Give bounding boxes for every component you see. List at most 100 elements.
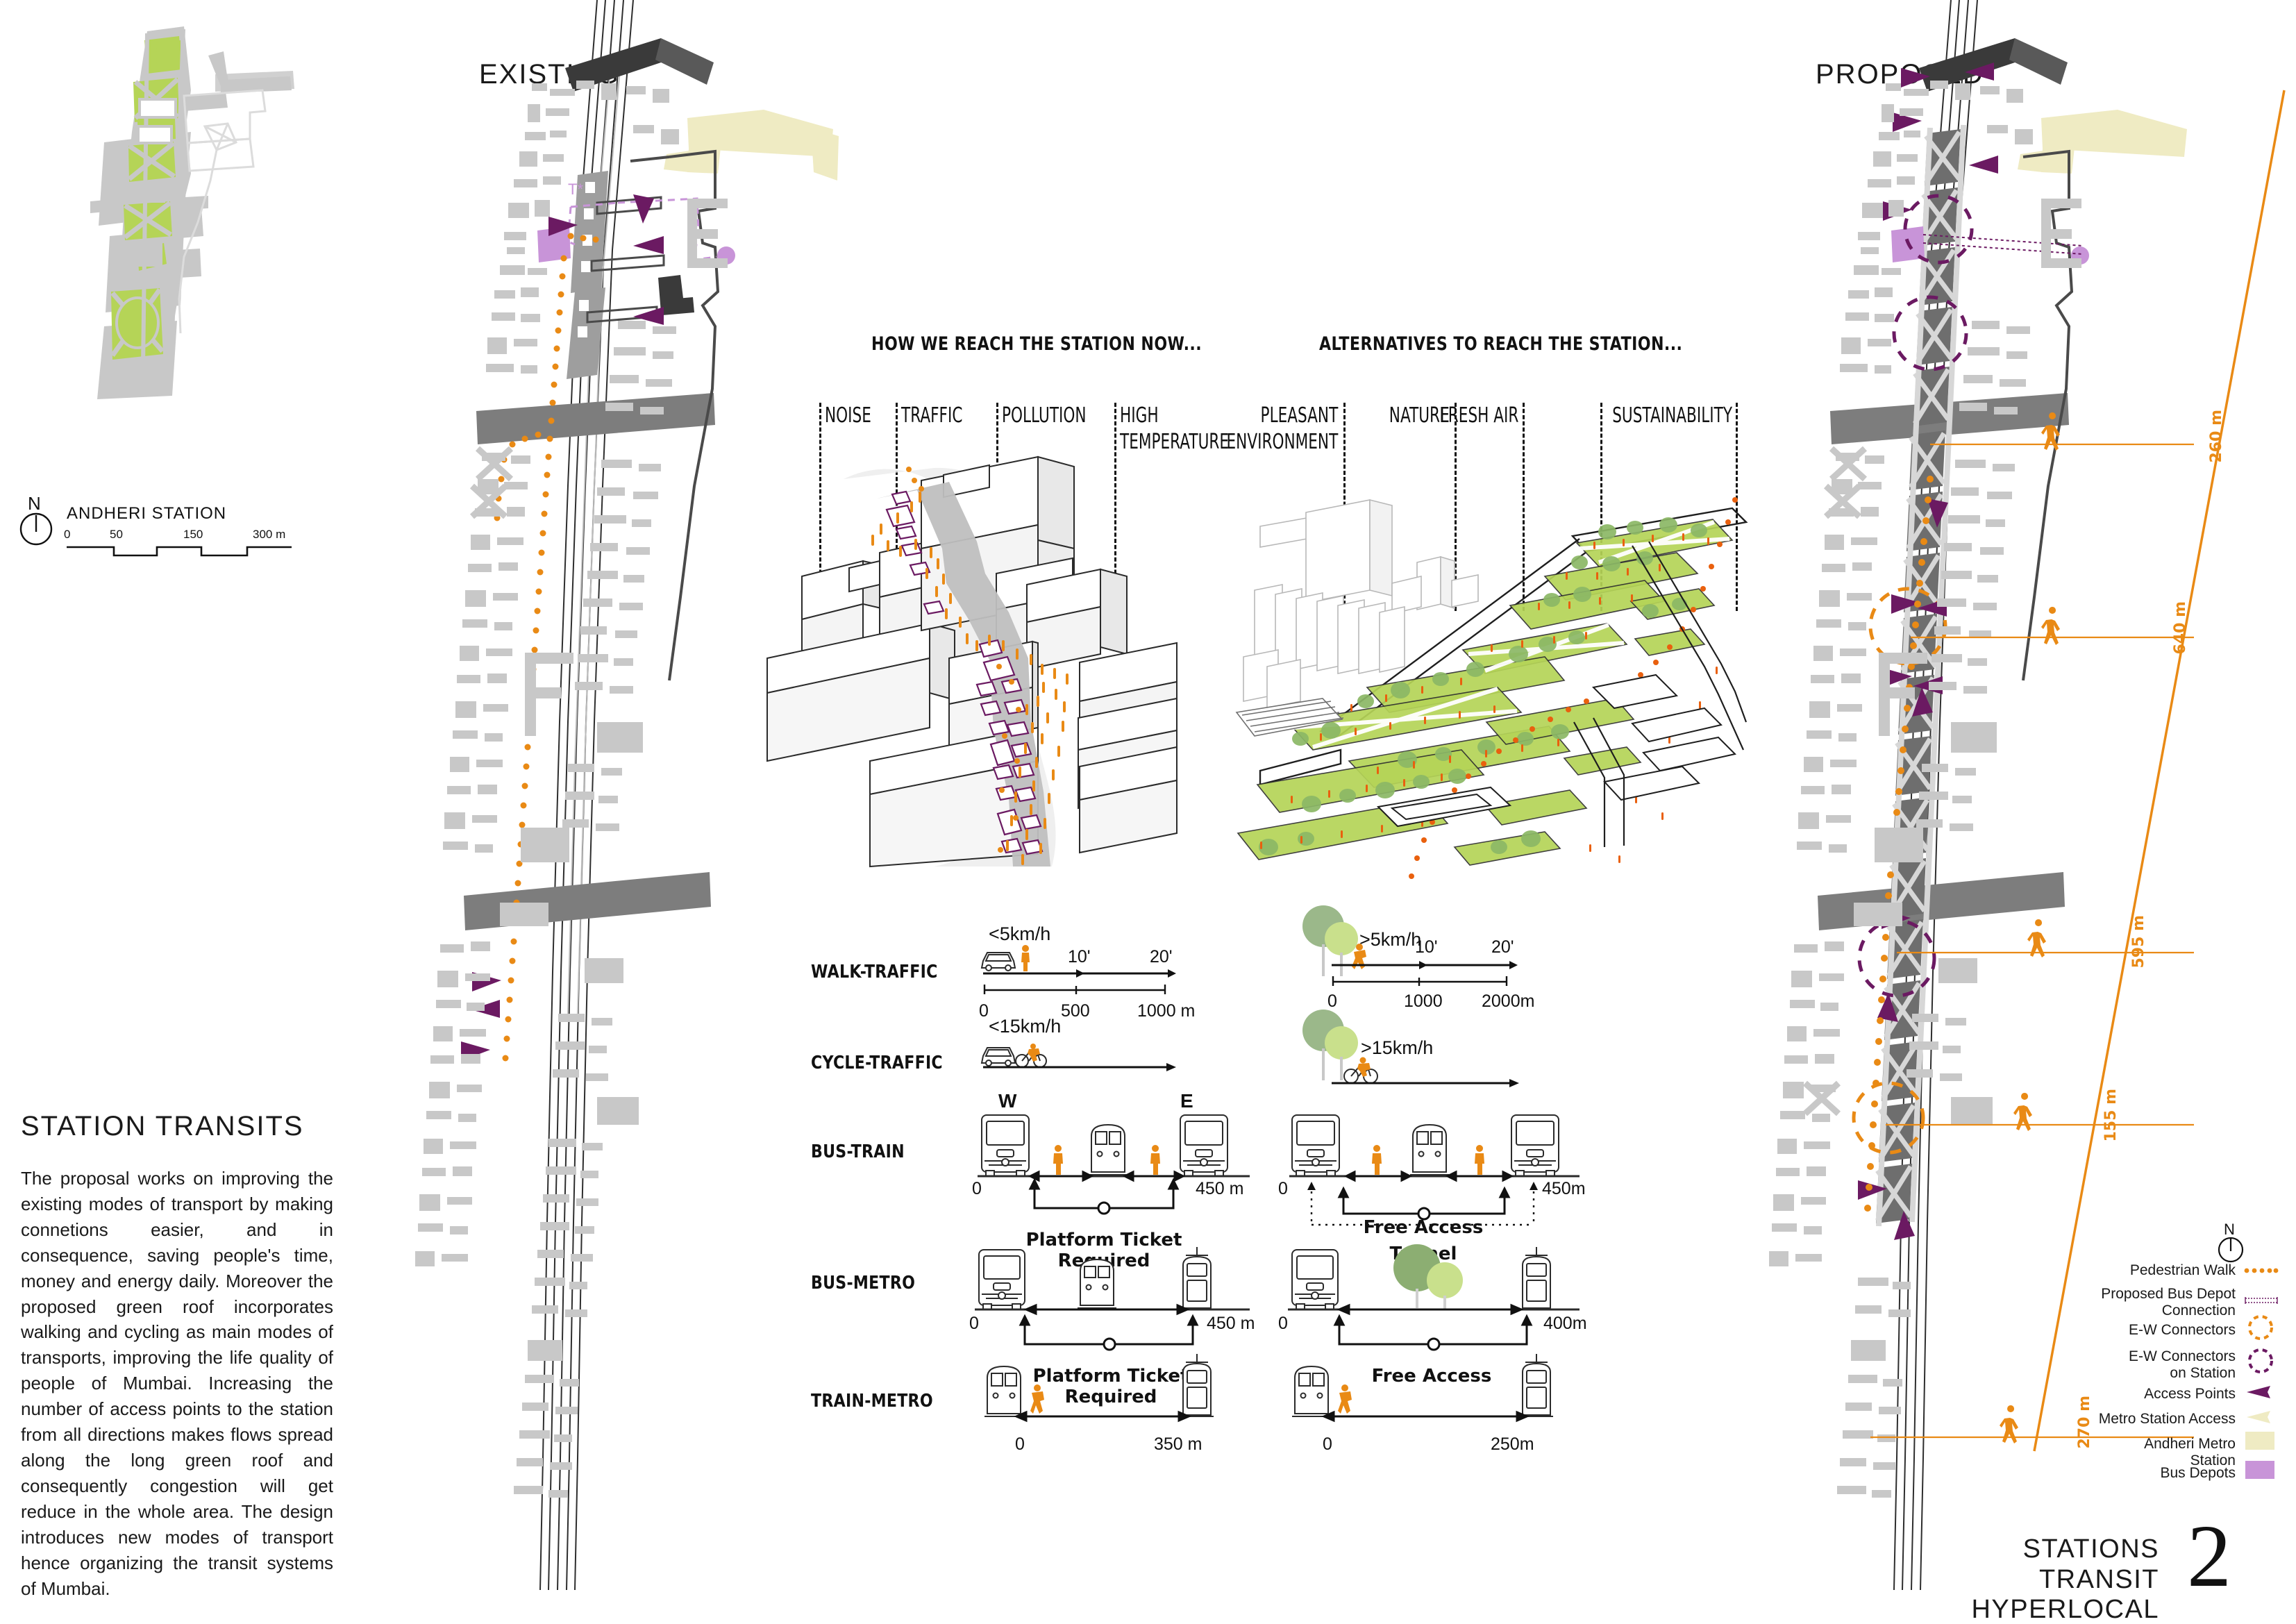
walk-now-dist-500: 500	[1061, 1001, 1090, 1021]
callout-line-freshair	[1523, 403, 1525, 611]
callout-high-temperature: HIGH TEMPERATURE	[1120, 403, 1230, 455]
train-metro-alt-diagram: 0 250m	[1288, 1354, 1593, 1465]
plate-title: STATIONS TRANSIT HYPERLOCAL	[1937, 1534, 2159, 1624]
callout-fresh-air: FRESH AIR	[1439, 403, 1518, 428]
legend-label-bus-depots: Bus Depots	[2160, 1465, 2236, 1481]
purple-arrow-icon	[2247, 1386, 2270, 1398]
callout-traffic: TRAFFIC	[901, 403, 963, 428]
train-metro-alt-graphic	[1292, 1354, 1553, 1423]
key-map-title: ANDHERI STATION	[67, 504, 227, 523]
article-paragraph: The proposal works on improving the exis…	[21, 1168, 333, 1599]
walk-alt-dist-2000: 2000m	[1482, 991, 1535, 1011]
legend-label-ew-connectors: E-W Connectors	[2128, 1322, 2236, 1338]
callout-line-noise	[819, 403, 821, 611]
walk-alt-time-20: 20'	[1491, 937, 1514, 957]
plate-title-line1: STATIONS TRANSIT	[2022, 1534, 2159, 1594]
legend-label-ew-connectors-station: E-W Connectors on Station	[2128, 1348, 2236, 1382]
walk-now-speed: <5km/h	[989, 923, 1051, 944]
bus-metro-now-dist-450: 450 m	[1207, 1314, 1255, 1333]
train-metro-now-dist-0: 0	[1015, 1434, 1025, 1454]
cycle-now-axis	[980, 1044, 1176, 1071]
key-map	[42, 7, 354, 479]
existing-map: T*	[389, 0, 847, 1591]
compass-e: E	[1180, 1090, 1193, 1112]
train-metro-now-diagram: 0 350 m	[972, 1354, 1264, 1465]
scale-tick-0: 0	[64, 528, 71, 541]
walk-now-axis	[983, 969, 1176, 994]
car-icon	[980, 952, 1016, 971]
pedestrian-icon	[2013, 1093, 2032, 1131]
axon-alt-title: ALTERNATIVES TO REACH THE STATION...	[1319, 333, 1683, 355]
plate-title-line2: HYPERLOCAL	[1971, 1595, 2159, 1624]
north-letter: N	[28, 493, 41, 514]
bus-metro-alt-annotation: Free Access	[1371, 1366, 1492, 1387]
walk-traffic-now-diagram: <5km/h 10' 20' 0 500 1000 m	[979, 923, 1257, 1021]
callout-line-end	[1736, 403, 1738, 611]
callout-pollution: POLLUTION	[1002, 403, 1087, 428]
walk-now-time-20: 20'	[1150, 947, 1173, 966]
scale-tick-50: 50	[110, 528, 123, 541]
bus-train-now-diagram: W E	[972, 1090, 1264, 1271]
dashed-orange-circle-icon	[2248, 1315, 2273, 1340]
compass-w: W	[998, 1090, 1017, 1112]
article: STATION TRANSITS The proposal works on i…	[21, 1111, 333, 1601]
mode-label-train-metro: TRAIN-METRO	[811, 1391, 933, 1412]
scale-tick-150: 150	[183, 528, 203, 541]
bus-metro-alt-dist-0: 0	[1278, 1314, 1288, 1333]
mode-label-cycle-traffic: CYCLE-TRAFFIC	[811, 1053, 943, 1073]
legend-label-andheri-metro-station: Andheri Metro Station	[2144, 1436, 2236, 1469]
bus-train-now-annotation: Platform Ticket Required	[1025, 1230, 1182, 1271]
bus-metro-alt-diagram: 0 400m Free Access	[1278, 1236, 1593, 1389]
pale-yellow-swatch-icon	[2245, 1432, 2274, 1450]
callout-line-sustainability	[1600, 403, 1602, 611]
pedestrian-icon	[1021, 945, 1030, 971]
bus-metro-now-graphic	[975, 1247, 1250, 1351]
legend-label-pedestrian-walk: Pedestrian Walk	[2129, 1262, 2236, 1278]
existing-map-drawing: T*	[415, 0, 839, 1591]
bus-train-alt-diagram: 0 450m Free Access Tunnel	[1278, 1090, 1593, 1264]
pedestrian-icon	[2000, 1405, 2018, 1443]
dimension-diagonal-line	[2033, 90, 2286, 1452]
bus-metro-alt-dist-400: 400m	[1543, 1314, 1587, 1333]
plate-number: 2	[2187, 1507, 2231, 1605]
legend-label-metro-station-access: Metro Station Access	[2098, 1411, 2236, 1427]
legend-label-access-points: Access Points	[2144, 1386, 2236, 1402]
bus-train-now-dist-450: 450 m	[1196, 1179, 1244, 1198]
bus-metro-now-annotation: Platform Ticket Required	[1032, 1366, 1189, 1407]
axon-now-illustration	[760, 437, 1205, 868]
callout-line-nature	[1455, 403, 1457, 611]
bus-train-alt-dist-450: 450m	[1542, 1179, 1586, 1198]
train-metro-alt-dist-0: 0	[1323, 1434, 1332, 1454]
axon-now-title: HOW WE REACH THE STATION NOW...	[871, 333, 1203, 355]
dimension-155m: 155 m	[2102, 1089, 2120, 1142]
walk-alt-dist-0: 0	[1327, 991, 1337, 1011]
tree-icon	[1302, 1010, 1358, 1080]
walk-traffic-alt-diagram: >5km/h 10' 20' 0 1000 2000m	[1298, 903, 1597, 1014]
legend-label-bus-depot-connection: Proposed Bus Depot Connection	[2101, 1286, 2236, 1319]
bus-train-now-graphic	[978, 1114, 1250, 1215]
scale-bar-graphic	[67, 546, 292, 557]
cycle-alt-speed: >15km/h	[1361, 1037, 1434, 1058]
pedestrian-icon	[2041, 412, 2060, 451]
north-letter: N	[2224, 1221, 2235, 1238]
bus-metro-now-dist-0: 0	[969, 1314, 979, 1333]
dimension-595m: 595 m	[2130, 915, 2147, 969]
svg-text:T*: T*	[568, 181, 583, 198]
pedestrian-icon	[2027, 919, 2046, 957]
walk-alt-time-10: 10'	[1415, 937, 1438, 957]
train-metro-alt-dist-250: 250m	[1491, 1434, 1534, 1454]
cycle-alt-axis	[1332, 1057, 1519, 1087]
proposed-map-drawing	[1769, 0, 2194, 1591]
mode-label-walk-traffic: WALK-TRAFFIC	[811, 962, 938, 982]
dashed-purple-circle-icon	[2248, 1348, 2273, 1373]
callout-line-hightemp	[1114, 403, 1116, 611]
dotted-purple-band-icon	[2245, 1297, 2278, 1304]
train-metro-now-dist-350: 350 m	[1154, 1434, 1203, 1454]
walk-now-dist-0: 0	[979, 1001, 989, 1021]
mode-label-bus-train: BUS-TRAIN	[811, 1141, 905, 1162]
walk-now-dist-1000: 1000 m	[1137, 1001, 1196, 1021]
dimension-260m: 260 m	[2208, 410, 2225, 463]
bus-metro-now-diagram: 0 450 m Platform Ticket Required	[969, 1236, 1264, 1407]
purple-swatch-icon	[2245, 1461, 2274, 1479]
